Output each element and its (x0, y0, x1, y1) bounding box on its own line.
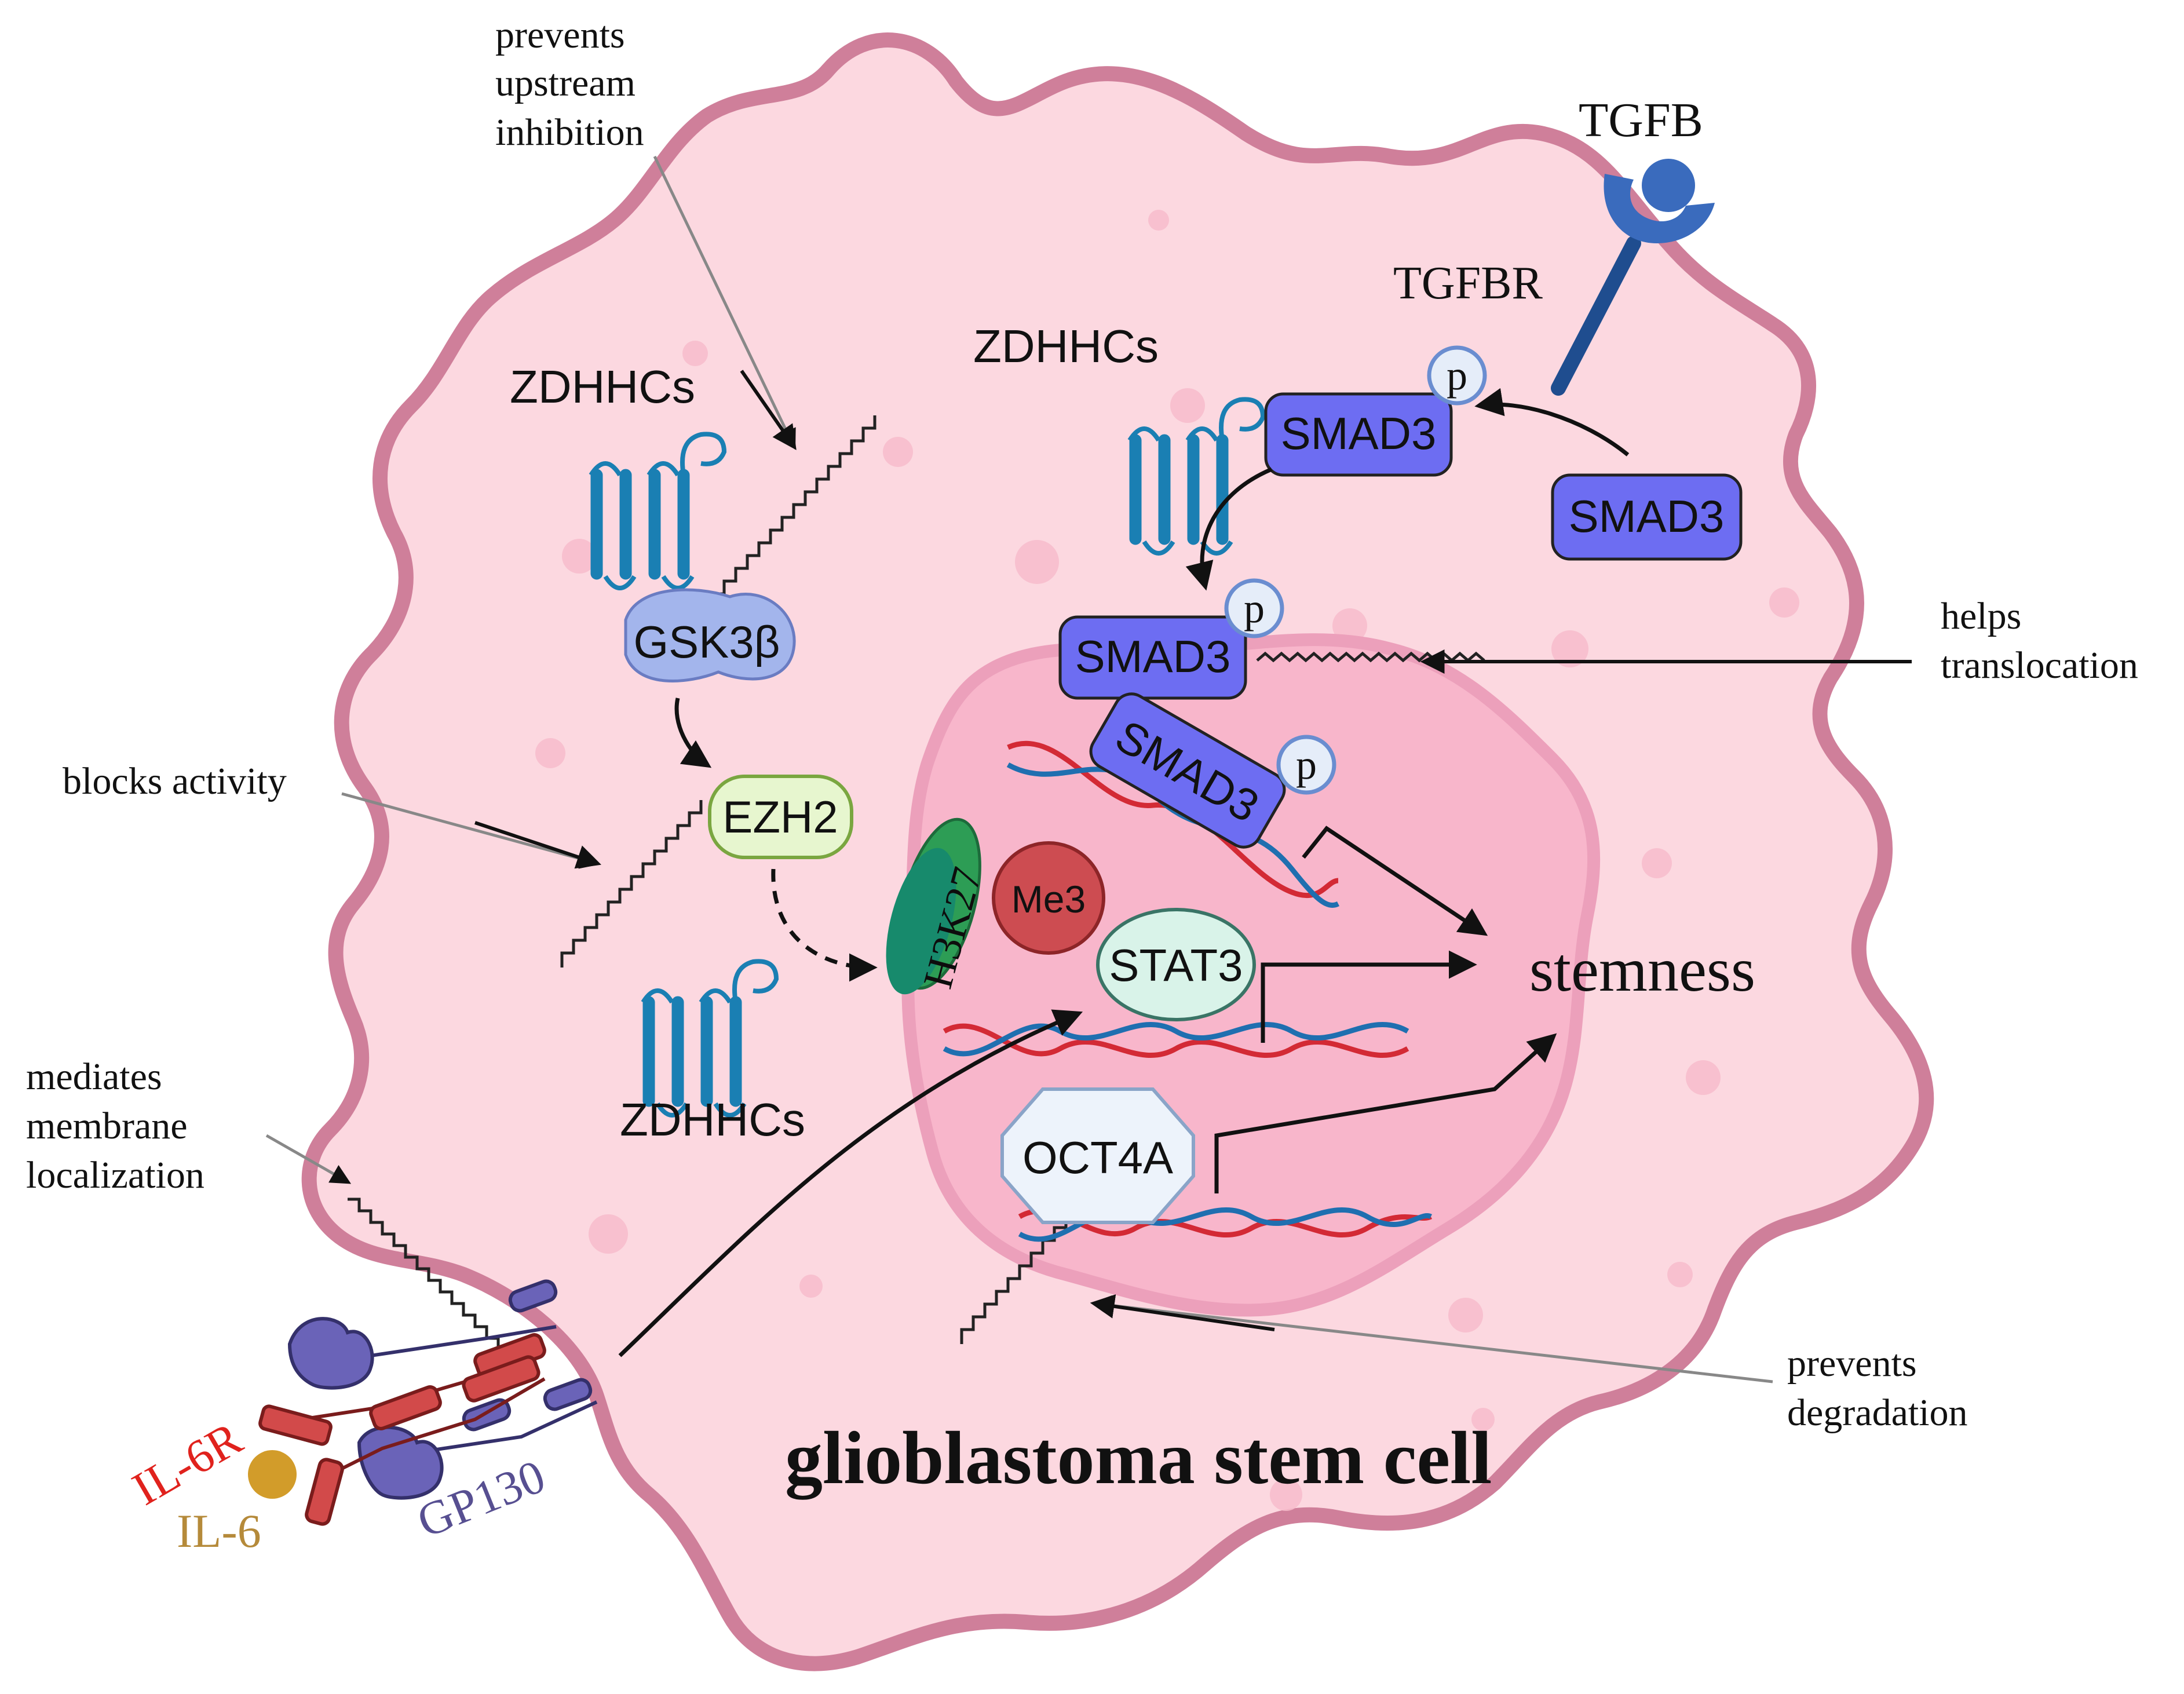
smad3-phospho-top: SMAD3 p (1264, 345, 1487, 477)
oct4a-label: OCT4A (1022, 1132, 1173, 1183)
dna-strand-stat3 (943, 1022, 1409, 1058)
annotation-line-2: membrane (26, 1105, 188, 1147)
stat3-label: STAT3 (1109, 940, 1243, 991)
pathway-arrows (618, 388, 1630, 1357)
gsk3b: GSK3β (624, 588, 796, 682)
zdhhc-icon-left (589, 432, 727, 590)
smad3-cytoplasm: SMAD3 (1551, 473, 1743, 561)
smad3-phospho-top-label: SMAD3 (1281, 408, 1437, 459)
annotation-line-1: mediates (26, 1056, 162, 1098)
smad3-phospho-membrane-label: SMAD3 (1075, 631, 1231, 682)
zdhhc-label-left: ZDHHCs (510, 361, 695, 412)
phospho-dna: p (1276, 735, 1336, 795)
gp130-chains (287, 1279, 598, 1500)
annotation-blocks-activity: blocks activity (63, 760, 287, 802)
annotation-line-1: prevents (495, 14, 625, 56)
tgfbr-receptor-icon (1551, 174, 1715, 396)
cell-title: glioblastoma stem cell (785, 1416, 1492, 1500)
annotation-prevents-upstream-inhibition: prevents upstream inhibition (495, 14, 644, 154)
tgfb-ligand-icon (1642, 159, 1695, 212)
phospho-label-membrane: p (1244, 585, 1265, 631)
annotation-line-1: helps (1941, 595, 2021, 637)
phospho-label-dna: p (1296, 742, 1317, 788)
zdhhc-label-middle: ZDHHCs (973, 320, 1159, 372)
il6r-chains (258, 1333, 546, 1526)
annotation-line-2: translocation (1941, 644, 2138, 687)
il6-receptor-complex (248, 1279, 598, 1526)
stemness-label: stemness (1529, 936, 1755, 1005)
smad3-cytoplasm-label: SMAD3 (1569, 491, 1725, 542)
zdhhc-label-lower: ZDHHCs (620, 1094, 805, 1145)
h3k27: H3K27 (886, 817, 991, 995)
tgfbr-label: TGFBR (1393, 258, 1543, 309)
me3: Me3 (992, 841, 1105, 955)
palmitoyl-chains (348, 415, 1485, 1350)
oct4a: OCT4A (1000, 1087, 1195, 1224)
gsk3b-label: GSK3β (634, 616, 780, 667)
zdhhc-icon-lower (641, 959, 779, 1118)
annotation-arrows (265, 155, 1912, 1383)
smad3-phospho-membrane: SMAD3 p (1058, 578, 1284, 700)
tgfb-label: TGFB (1579, 93, 1703, 147)
zdhhc-icon-middle (1127, 397, 1266, 556)
annotation-line-1: prevents (1787, 1342, 1917, 1385)
il6-ligand-icon (248, 1450, 297, 1499)
il6-label: IL-6 (177, 1505, 261, 1557)
annotation-line-3: localization (26, 1154, 204, 1196)
annotation-line-2: upstream (495, 62, 636, 104)
ezh2: EZH2 (708, 775, 853, 859)
annotation-helps-translocation: helps translocation (1941, 595, 2138, 687)
phospho-label-top: p (1447, 352, 1467, 399)
annotation-mediates-membrane-localization: mediates membrane localization (26, 1056, 204, 1196)
ezh2-label: EZH2 (722, 791, 838, 842)
annotation-prevents-degradation: prevents degradation (1787, 1342, 1968, 1434)
me3-label: Me3 (1011, 878, 1086, 921)
annotation-line-3: inhibition (495, 111, 644, 154)
stat3: STAT3 (1096, 908, 1256, 1021)
annotation-line-2: degradation (1787, 1392, 1968, 1434)
il6r-label: IL-6R (124, 1411, 251, 1515)
